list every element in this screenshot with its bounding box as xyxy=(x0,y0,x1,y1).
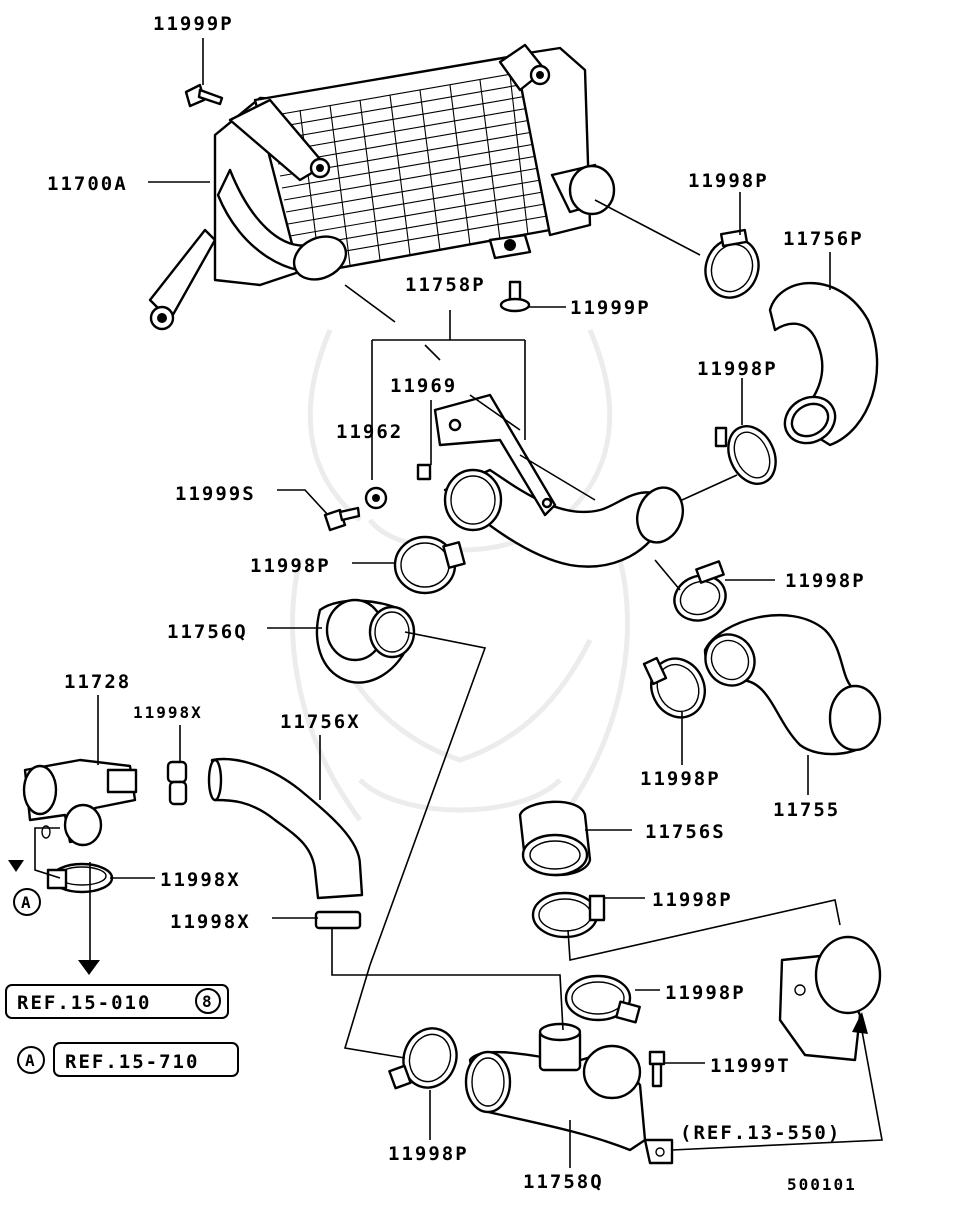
label-11998X-b: 11998X xyxy=(160,869,241,891)
bolt-11999T xyxy=(648,1050,666,1088)
clamp-11998P-f xyxy=(531,891,606,939)
bolt-11999S xyxy=(323,506,361,532)
clamp-11998P-d xyxy=(673,560,727,622)
label-11998P-a: 11998P xyxy=(688,170,769,192)
label-11999T: 11999T xyxy=(710,1055,791,1077)
marker-a-circle-1 xyxy=(13,888,41,916)
intercooler-assembly xyxy=(148,43,616,331)
clamp-11998P-b xyxy=(714,425,777,485)
core-fins xyxy=(269,71,548,271)
label-11758Q: 11758Q xyxy=(523,1171,604,1193)
label-11700A: 11700A xyxy=(47,173,128,195)
label-11969: 11969 xyxy=(390,375,457,397)
watermark-emblem xyxy=(290,329,630,822)
label-11998P-f: 11998P xyxy=(652,889,733,911)
clamp-11998P-e xyxy=(642,656,706,719)
hose-11756Q xyxy=(315,598,416,684)
label-11998P-d: 11998P xyxy=(785,570,866,592)
marker-a-text-1: A xyxy=(21,893,33,912)
marker-a-text-2: A xyxy=(25,1051,37,1070)
label-11962: 11962 xyxy=(336,421,403,443)
bolt-11999P-top xyxy=(184,83,224,108)
arrow-down-left-icon xyxy=(8,860,24,872)
diagram-id: 500101 xyxy=(787,1175,857,1194)
label-11998P-g: 11998P xyxy=(665,982,746,1004)
collar-11969 xyxy=(416,463,432,481)
pipe-11758Q xyxy=(464,1022,674,1165)
label-11999P-mid: 11999P xyxy=(570,297,651,319)
hose-11755 xyxy=(703,614,882,756)
label-11998P-b: 11998P xyxy=(697,358,778,380)
label-11999P-top: 11999P xyxy=(153,13,234,35)
valve-11728 xyxy=(22,758,138,847)
pipe-11758P xyxy=(433,393,684,568)
label-11758P: 11758P xyxy=(405,274,486,296)
clamp-11998X-c xyxy=(314,910,362,930)
label-11999S: 11999S xyxy=(175,483,256,505)
marker-a-circle-2 xyxy=(17,1046,45,1074)
ref-labels: REF.15-010 8 REF.15-710 (REF.13-550) A A… xyxy=(17,893,857,1194)
ref-box-15-010 xyxy=(5,984,229,1019)
hose-11756S xyxy=(518,800,592,877)
label-11728: 11728 xyxy=(64,671,131,693)
hose-11756X xyxy=(207,757,364,900)
label-11998X-c: 11998X xyxy=(170,911,251,933)
label-11998P-e: 11998P xyxy=(640,768,721,790)
clamp-11998X-a xyxy=(166,760,188,806)
label-11756P: 11756P xyxy=(783,228,864,250)
part-labels: 11999P 11700A 11998P 11756P 11758P 11999… xyxy=(47,13,866,1193)
grommet-11962 xyxy=(364,486,388,510)
label-11755: 11755 xyxy=(773,799,840,821)
ref-15-010-circle-text: 8 xyxy=(202,992,214,1011)
arrow-down-icon xyxy=(78,960,100,975)
throttle-adapter xyxy=(778,935,882,1062)
label-11998P-h: 11998P xyxy=(388,1143,469,1165)
ref-13-550-text: (REF.13-550) xyxy=(680,1122,841,1144)
label-11998P-c: 11998P xyxy=(250,555,331,577)
label-11756S: 11756S xyxy=(645,821,726,843)
label-11756X: 11756X xyxy=(280,711,361,733)
clamp-11998P-g xyxy=(564,974,641,1024)
clamp-11998P-c xyxy=(393,535,466,595)
label-11756Q: 11756Q xyxy=(167,621,248,643)
ref-box-15-710 xyxy=(53,1042,239,1077)
bolt-11999P-mid xyxy=(499,280,531,313)
label-11998X-a: 11998X xyxy=(133,703,203,722)
ref-15-010-text: REF.15-010 xyxy=(17,992,151,1014)
arrow-up-icon xyxy=(852,1012,868,1034)
clamp-11998P-a xyxy=(704,228,760,299)
clamp-11998P-h xyxy=(388,1027,458,1090)
hose-11756P xyxy=(768,281,879,447)
ref-15-710-text: REF.15-710 xyxy=(65,1051,199,1073)
leader-lines xyxy=(34,38,883,1168)
